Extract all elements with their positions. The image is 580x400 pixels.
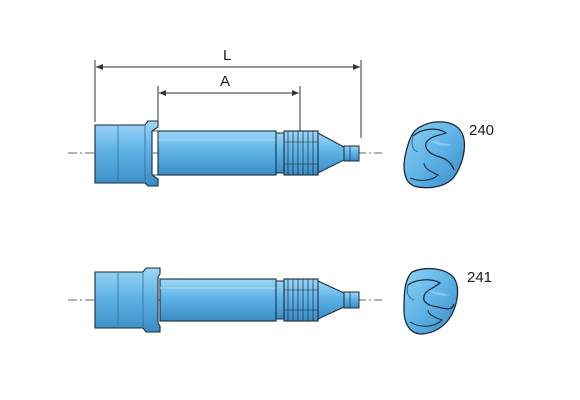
shaft-241 xyxy=(68,267,382,333)
shaft-240 xyxy=(68,120,382,187)
dimension-label-l: L xyxy=(223,47,231,64)
part-number-241: 241 xyxy=(467,269,492,286)
dimension-label-a: A xyxy=(220,73,230,90)
part-number-240: 240 xyxy=(469,122,494,139)
dimension-lines: L A xyxy=(94,47,362,138)
cam-profile-240 xyxy=(403,121,466,189)
cam-profile-241 xyxy=(403,267,459,335)
